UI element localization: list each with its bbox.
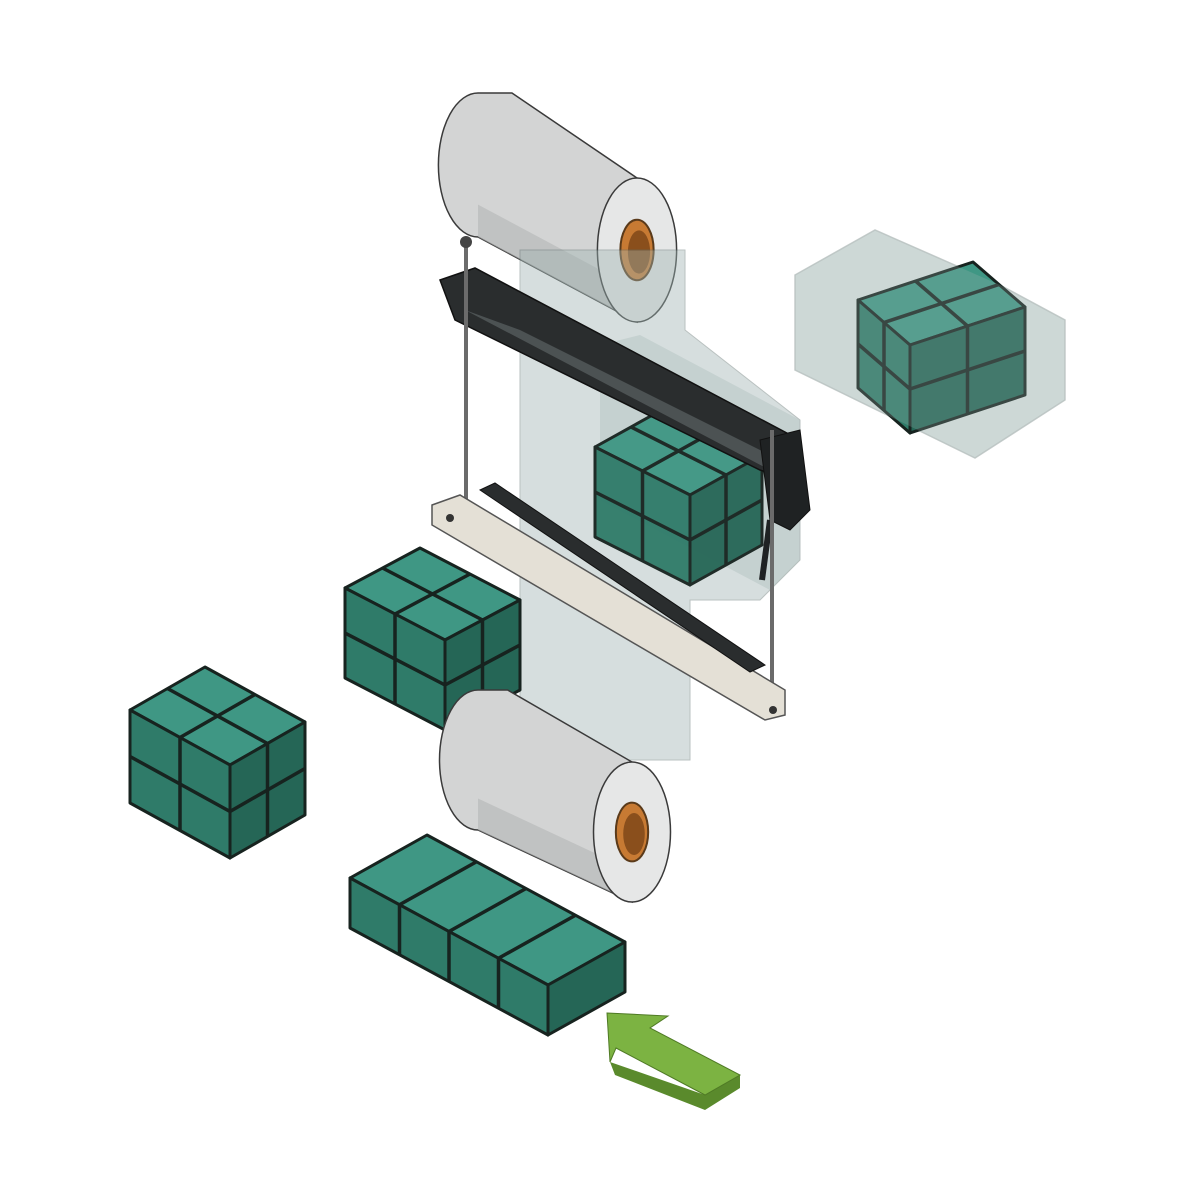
- beam-bolt-left: [446, 514, 454, 522]
- product-divider: [129, 754, 231, 814]
- beam-bolt-right: [769, 706, 777, 714]
- product-divider: [856, 342, 912, 391]
- arrow-top: [606, 1012, 742, 1096]
- cable-chain-drop: [759, 519, 773, 581]
- rod-cap-left: [460, 236, 472, 248]
- product-divider: [394, 572, 471, 616]
- roll-core-hole: [623, 813, 645, 855]
- background-layer: [437, 92, 678, 324]
- product-divider: [689, 498, 763, 542]
- wrapped-pack-output: [794, 229, 1066, 459]
- product-divider: [344, 631, 446, 687]
- product-divider: [909, 349, 1026, 391]
- sealing-jaw-lower: [478, 482, 767, 673]
- arrow-side: [610, 1062, 740, 1110]
- infeed-direction-arrow: [606, 1012, 742, 1110]
- product-group-2x2x2-left: [128, 665, 307, 860]
- sealing-jaw-upper-detail: [465, 310, 780, 470]
- product-divider: [179, 692, 256, 740]
- product-divider: [883, 282, 1000, 325]
- foreground-layer: [128, 229, 1066, 1110]
- film-roll-top: [437, 92, 678, 324]
- product-divider: [398, 860, 478, 907]
- product-divider: [594, 490, 691, 542]
- product-divider: [444, 643, 521, 687]
- product-divider: [497, 913, 577, 960]
- product-row-infeed: [348, 833, 627, 1037]
- wrapped-products: [856, 260, 1027, 435]
- roll-shadow: [478, 204, 637, 322]
- sealing-beam-lower: [431, 494, 786, 721]
- roll-shadow: [478, 798, 632, 902]
- roll-core-hole: [627, 230, 651, 274]
- product-divider: [229, 766, 306, 814]
- product-right-face: [546, 940, 627, 1037]
- shrink-film-overlay: [795, 230, 1065, 458]
- film-roll-bottom: [438, 689, 672, 904]
- product-divider: [448, 886, 527, 934]
